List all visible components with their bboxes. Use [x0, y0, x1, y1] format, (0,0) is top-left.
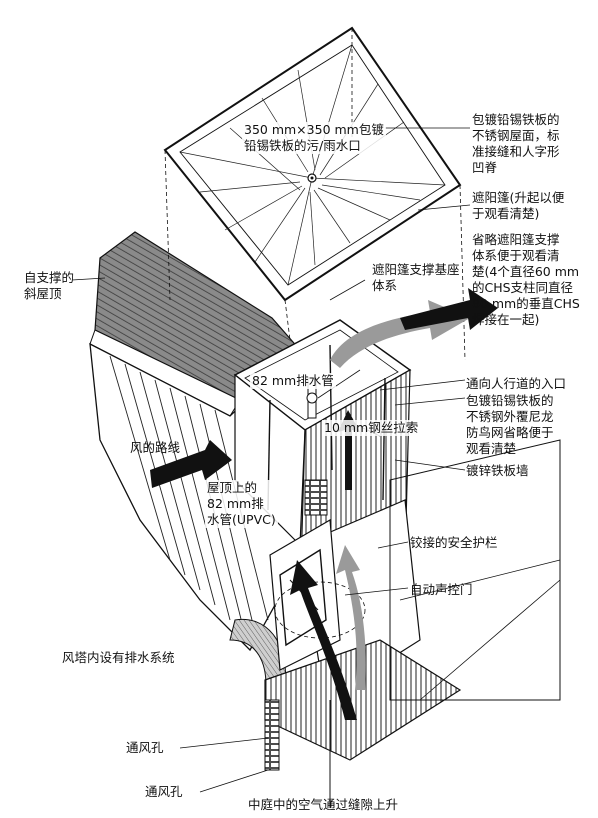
drainage-system-label: 风塔内设有排水系统 [62, 650, 175, 665]
wind-arrow-in [150, 440, 232, 488]
vent-hole-label-1: 通风孔 [126, 740, 164, 755]
projection-lines [164, 28, 466, 361]
vent-hole-label-2: 通风孔 [145, 784, 183, 799]
sunshade-support-omitted-label: 省略遮阳篷支撑 体系便于观看清 楚(4个直径60 mm 的CHS支柱同直径 80… [472, 232, 580, 327]
pitched-roof [89, 231, 301, 417]
drain-pipe-82-label: 82 mm排水管 [250, 373, 336, 389]
roof-drain-upvc-label: 屋顶上的 82 mm排 水管(UPVC) [205, 480, 278, 528]
roof-drain-label: 350 mm×350 mm包镀 铅锡铁板的污/雨水口 [242, 122, 386, 154]
courtyard-air-label: 中庭中的空气通过缝隙上升 [248, 797, 399, 812]
sunshade-roof [163, 26, 462, 302]
walkway-entrance-label: 通向人行道的入口 [466, 376, 567, 391]
sunshade-label: 遮阳篷(升起以便 于观看清楚) [472, 190, 565, 221]
steel-cable-label: 10 mm钢丝拉索 [322, 420, 421, 436]
auto-door-label: 自动声控门 [410, 582, 473, 597]
self-supporting-roof-label: 自支撑的 斜屋顶 [24, 270, 75, 301]
base-apron [264, 439, 561, 808]
galvanized-wall-label: 镀锌铁板墙 [466, 463, 529, 478]
safety-rail-label: 铰接的安全护栏 [410, 535, 498, 550]
roof-sheet-label: 包镀铅锡铁板的 不锈钢屋面，标 准接缝和人字形 凹脊 [472, 112, 560, 175]
wind-arrow-out [330, 288, 498, 368]
mesh-cover-label: 包镀铅锡铁板的 不锈钢外覆尼龙 防鸟网省略便于 观看清楚 [466, 393, 554, 456]
wind-path-label: 风的路线 [130, 440, 181, 455]
sunshade-base-label: 遮阳篷支撑基座 体系 [370, 262, 462, 294]
